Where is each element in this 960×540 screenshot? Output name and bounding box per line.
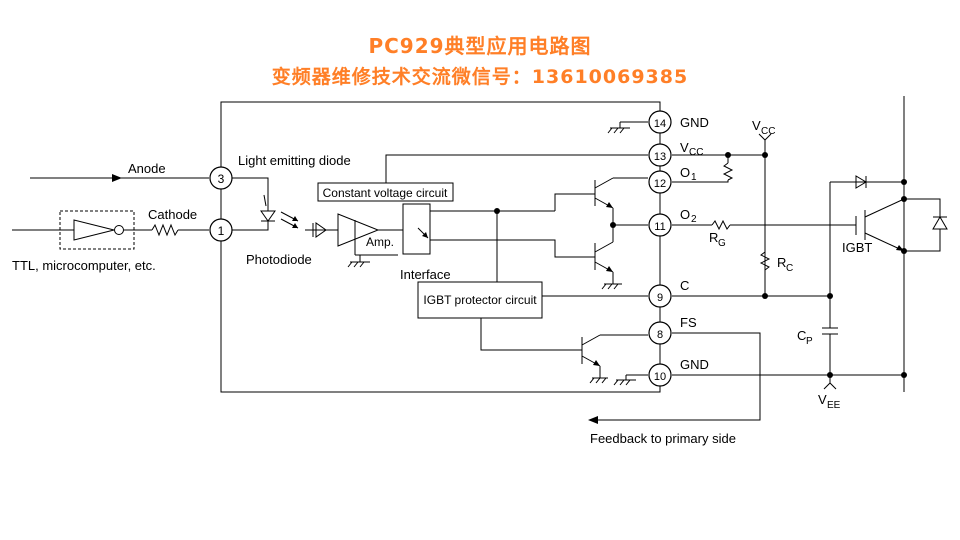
igbt-protector-block	[417, 281, 543, 319]
photodiode-label: Photodiode	[246, 252, 312, 267]
cp-sub: P	[806, 336, 813, 347]
rg-sub: G	[718, 238, 726, 249]
o2-label: O	[680, 207, 690, 222]
anode-label: Anode	[128, 161, 166, 176]
svg-text:14: 14	[654, 118, 666, 130]
vcc-label: V	[680, 140, 689, 155]
pin-3-number: 3	[218, 172, 225, 186]
cp-label: C	[797, 328, 806, 343]
o1-pullup-resistor-icon	[722, 162, 734, 181]
bootstrap-diode-icon	[855, 175, 867, 189]
led-label: Light emitting diode	[238, 153, 351, 168]
pin-9: 9	[648, 284, 672, 308]
rc-resistor-icon	[759, 251, 771, 271]
vee-label: V	[818, 392, 827, 407]
interface-block	[402, 203, 431, 255]
rc-sub: C	[786, 263, 793, 274]
package-outline	[220, 101, 661, 393]
svg-text:13: 13	[654, 151, 666, 163]
page-subtitle: 变频器维修技术交流微信号：13610069385	[271, 66, 689, 88]
amp-label: Amp.	[366, 235, 394, 249]
svg-text:10: 10	[654, 371, 666, 383]
ttl-label: TTL, microcomputer, etc.	[12, 258, 156, 273]
pin-13: 13	[648, 143, 672, 167]
gnd-bottom-label: GND	[680, 357, 709, 372]
rg-resistor-icon	[711, 219, 731, 231]
gnd-top-label: GND	[680, 115, 709, 130]
c-label: C	[680, 278, 689, 293]
vcc-top-label: V	[752, 118, 761, 133]
pin-12: 12	[648, 170, 672, 194]
freewheel-diode-icon	[932, 216, 948, 230]
vcc-terminal-icon	[758, 133, 772, 141]
cathode-resistor-icon	[151, 223, 179, 237]
svg-text:8: 8	[657, 329, 663, 341]
feedback-label: Feedback to primary side	[590, 431, 736, 446]
svg-text:11: 11	[654, 221, 665, 233]
vee-terminal-icon	[823, 382, 837, 390]
pin-8: 8	[648, 321, 672, 345]
rg-label: R	[709, 230, 718, 245]
pin-11: 11	[648, 213, 672, 237]
o1-label: O	[680, 165, 690, 180]
vee-sub: EE	[827, 400, 841, 411]
svg-text:9: 9	[657, 292, 663, 304]
vcc-sub: CC	[689, 147, 703, 158]
amp-icon	[337, 213, 380, 247]
o1-sub: 1	[691, 172, 697, 183]
photodiode-icon	[315, 222, 327, 238]
page-title: PC929典型应用电路图	[368, 34, 592, 58]
interface-label: Interface	[400, 267, 451, 282]
inverter-bubble-icon	[114, 225, 124, 235]
constant-voltage-label: Constant voltage circuit	[323, 186, 448, 200]
svg-text:12: 12	[654, 178, 666, 190]
igbt-protector-label: IGBT protector circuit	[423, 293, 537, 307]
cathode-label: Cathode	[148, 207, 197, 222]
vcc-top-sub: CC	[761, 126, 775, 137]
o2-sub: 2	[691, 214, 697, 225]
feedback-arrow-icon	[588, 416, 598, 424]
pin-14: 14	[648, 110, 672, 134]
fs-label: FS	[680, 315, 697, 330]
led-icon	[260, 210, 276, 222]
buffer-icon	[73, 219, 115, 241]
pin-10: 10	[648, 363, 672, 387]
rc-label: R	[777, 255, 786, 270]
anode-arrow-icon	[112, 174, 122, 182]
igbt-label: IGBT	[842, 240, 872, 255]
pin-1-number: 1	[218, 224, 225, 238]
